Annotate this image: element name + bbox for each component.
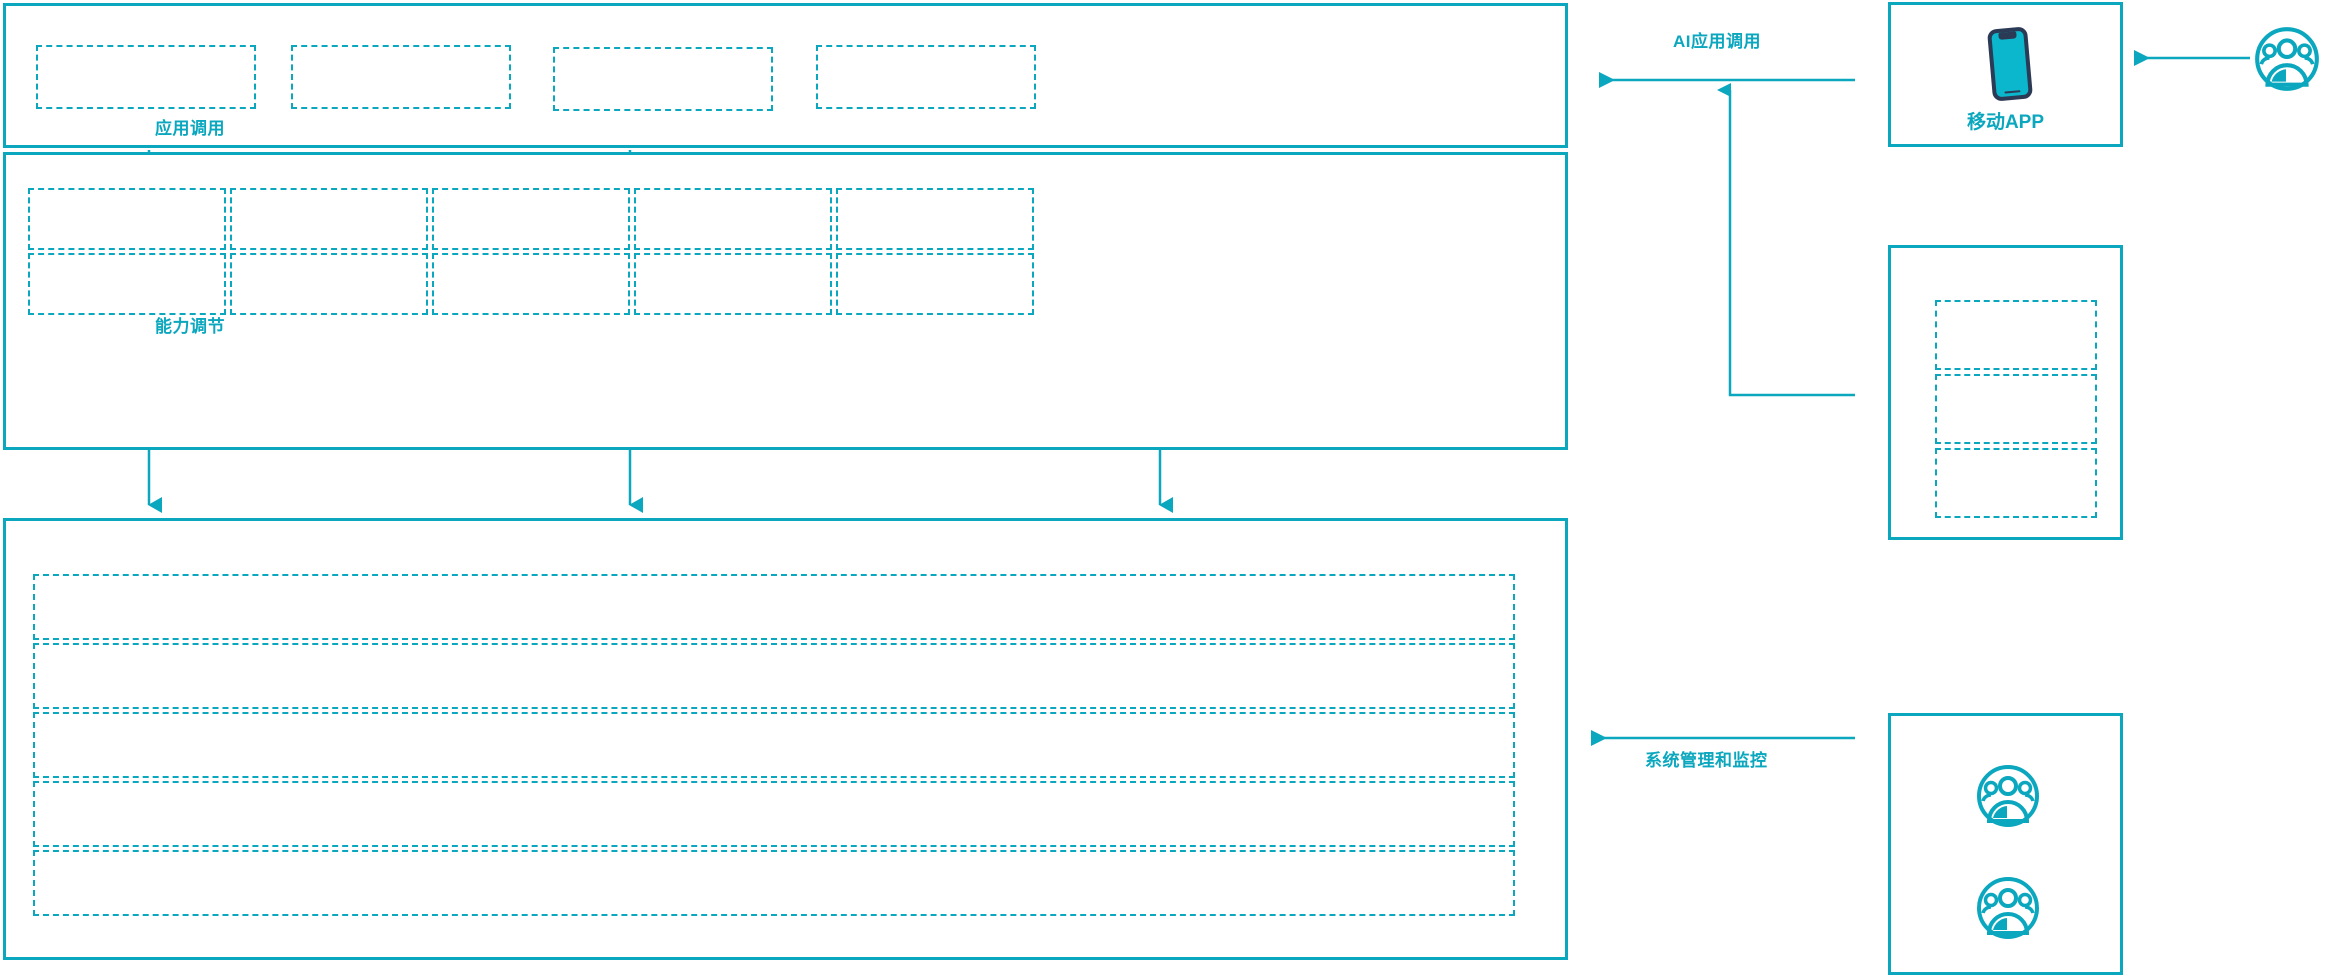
app-box-2[interactable]: [291, 45, 511, 109]
infra-row-5[interactable]: [33, 850, 1515, 916]
infra-row-3[interactable]: [33, 712, 1515, 778]
cap-box-r2c5[interactable]: [836, 253, 1034, 315]
cap-box-r2c2[interactable]: [230, 253, 428, 315]
flow-label-ai-app-call: AI应用调用: [1673, 32, 1761, 51]
connector-ai-app-call: [1599, 72, 1855, 397]
terminal-node[interactable]: [1888, 245, 2123, 540]
infra-row-1[interactable]: [33, 574, 1515, 640]
cap-box-r1c5[interactable]: [836, 188, 1034, 250]
terminal-box-3[interactable]: [1935, 448, 2097, 518]
cap-box-r2c4[interactable]: [634, 253, 832, 315]
infra-row-2[interactable]: [33, 643, 1515, 709]
flow-label-system-management: 系统管理和监控: [1645, 751, 1768, 770]
mobile-app-node[interactable]: 移动APP: [1888, 2, 2123, 147]
app-box-1[interactable]: [36, 45, 256, 109]
cap-box-r2c1[interactable]: [28, 253, 226, 315]
cap-box-r1c4[interactable]: [634, 188, 832, 250]
cap-box-r1c2[interactable]: [230, 188, 428, 250]
user-group-icon: [1977, 765, 2039, 827]
app-box-4[interactable]: [816, 45, 1036, 109]
operations-node[interactable]: [1888, 713, 2123, 975]
user-group-icon[interactable]: [2252, 23, 2322, 95]
user-group-icon: [1977, 877, 2039, 939]
app-box-3[interactable]: [553, 47, 773, 111]
mobile-app-label: 移动APP: [1966, 112, 2045, 133]
application-layer-panel: [3, 3, 1568, 148]
cap-box-r2c3[interactable]: [432, 253, 630, 315]
cap-box-r1c1[interactable]: [28, 188, 226, 250]
infra-row-4[interactable]: [33, 781, 1515, 847]
cap-box-r1c3[interactable]: [432, 188, 630, 250]
flow-label-app-call: 应用调用: [155, 119, 225, 138]
flow-label-capability-adjust: 能力调节: [155, 317, 225, 336]
terminal-box-2[interactable]: [1935, 374, 2097, 444]
terminal-box-1[interactable]: [1935, 300, 2097, 370]
infrastructure-layer-panel: [3, 518, 1568, 960]
capability-layer-panel: [3, 152, 1568, 450]
mobile-phone-icon: [1987, 27, 2033, 101]
